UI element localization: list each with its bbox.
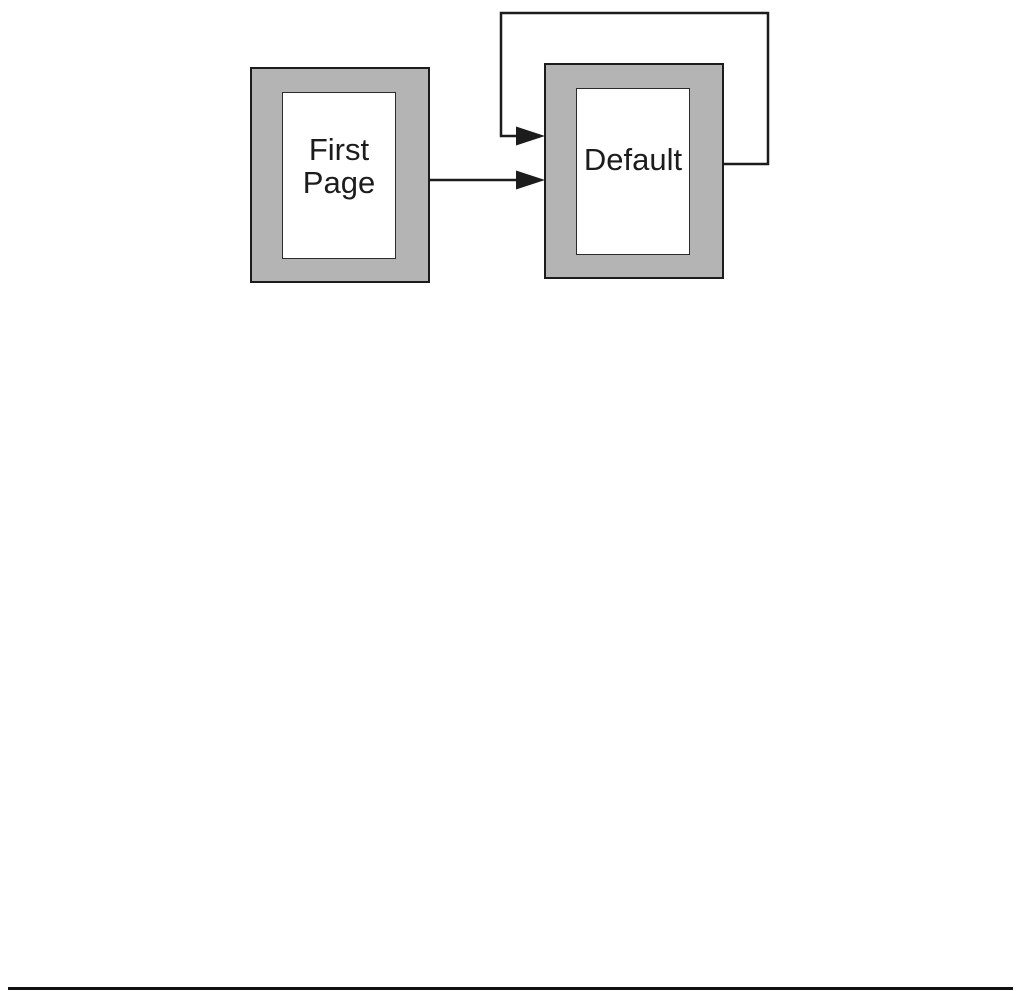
flow-arrowhead-icon — [516, 170, 545, 190]
node-default-page: Default — [544, 63, 724, 279]
node-first-page: First Page — [250, 67, 430, 283]
node-first-page-inner: First Page — [282, 92, 396, 259]
footer-rule — [8, 987, 1013, 990]
node-default-page-label: Default — [583, 141, 683, 177]
node-first-page-label: First Page — [302, 131, 376, 200]
self-loop-arrowhead-icon — [516, 126, 545, 146]
node-default-page-inner: Default — [576, 88, 690, 255]
